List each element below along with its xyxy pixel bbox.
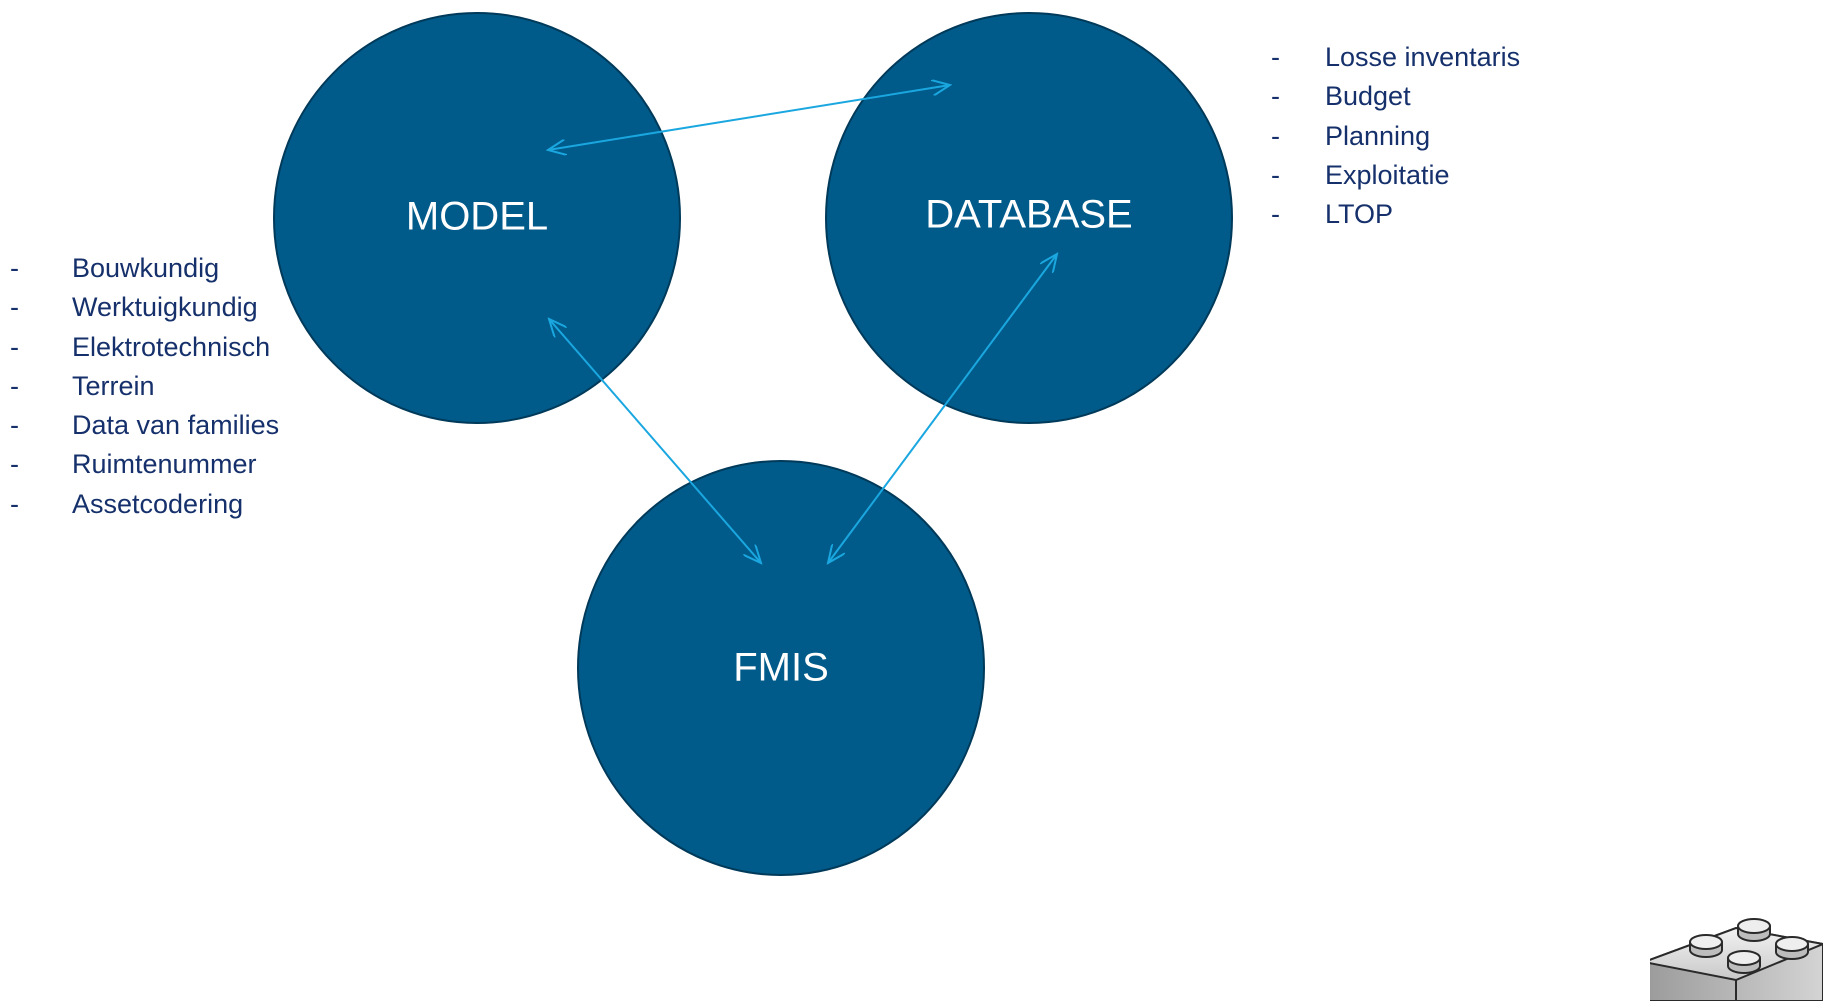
bullet-marker: - xyxy=(10,253,19,283)
database-list-item: - Planning xyxy=(1271,117,1520,156)
bullet-marker: - xyxy=(10,449,19,480)
bullet-marker: - xyxy=(10,370,19,401)
bullet-marker: - xyxy=(10,331,19,362)
database-attribute-list: - Losse inventaris - Budget - Planning - Exploi… xyxy=(1271,38,1521,234)
model-list-item-label: Ruimtenummer xyxy=(72,449,257,480)
database-fmis-arrow xyxy=(828,254,1057,563)
bullet-marker: - xyxy=(1271,81,1280,112)
model-list-item-label: Terrein xyxy=(72,370,155,401)
fmis-label: FMIS xyxy=(733,646,829,690)
model-list-item: - Data van families xyxy=(0,406,279,445)
database-label: DATABASE xyxy=(925,193,1132,237)
database-list-item-label: Losse inventaris xyxy=(1325,42,1521,72)
model-fmis-arrow xyxy=(549,319,761,563)
model-list-item-label: Assetcodering xyxy=(72,488,244,519)
database-list-item: - LTOP xyxy=(1271,195,1520,234)
model-attribute-list: - Bouwkundig - Werktuigkundig - Elektrotechni… xyxy=(0,249,279,524)
model-list-item: - Werktuigkundig xyxy=(0,288,279,327)
database-list-item: - Budget xyxy=(1271,77,1520,116)
model-list-item-label: Elektrotechnisch xyxy=(72,331,271,362)
bullet-marker: - xyxy=(1271,159,1280,190)
database-list-item-label: Exploitatie xyxy=(1325,159,1450,190)
database-list-item-label: Budget xyxy=(1325,81,1411,112)
model-list-item: - Bouwkundig xyxy=(0,249,279,288)
database-list-item-label: LTOP xyxy=(1325,199,1394,230)
bullet-marker: - xyxy=(1271,199,1280,230)
database-list-item: - Losse inventaris xyxy=(1271,38,1521,77)
model-list-item: - Terrein xyxy=(0,367,279,406)
database-list-item: - Exploitatie xyxy=(1271,156,1520,195)
bullet-marker: - xyxy=(10,410,19,441)
bullet-marker: - xyxy=(1271,120,1280,151)
bullet-marker: - xyxy=(10,292,19,323)
database-list-item-label: Planning xyxy=(1325,120,1431,151)
model-list-item: - Ruimtenummer xyxy=(0,445,279,484)
model-list-item-label: Data van families xyxy=(72,410,280,441)
lego-brick-icon xyxy=(1650,918,1823,1001)
model-list-item: - Assetcodering xyxy=(0,485,279,524)
model-list-item-label: Werktuigkundig xyxy=(72,292,258,323)
model-list-item-label: Bouwkundig xyxy=(72,253,220,283)
model-label: MODEL xyxy=(406,195,548,239)
model-list-item: - Elektrotechnisch xyxy=(0,328,279,367)
model-database-arrow xyxy=(548,85,950,150)
bullet-marker: - xyxy=(10,488,19,519)
bullet-marker: - xyxy=(1271,42,1280,72)
